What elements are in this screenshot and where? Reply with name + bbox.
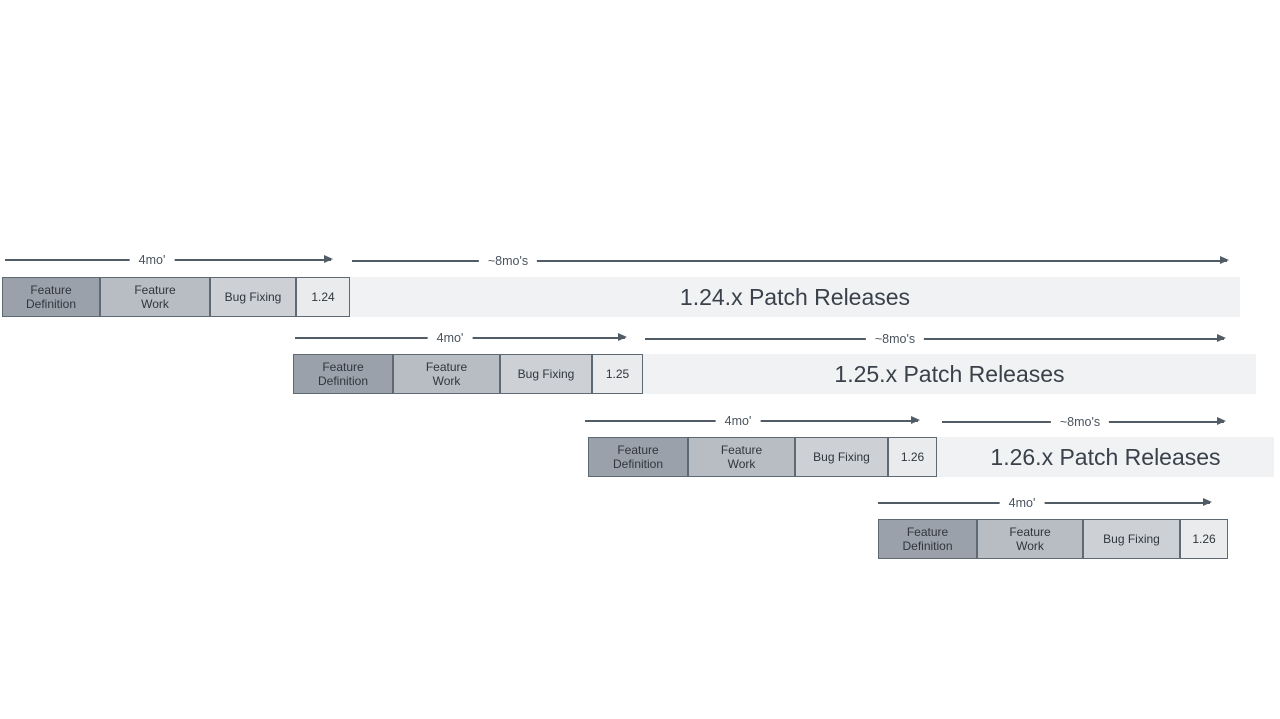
version-box: 1.25 xyxy=(592,354,643,394)
cycle-arrow: 4mo' xyxy=(878,496,1212,511)
cycle-arrow: 4mo' xyxy=(295,331,627,346)
patch-arrow: ~8mo's xyxy=(352,254,1229,269)
patch-releases-label: 1.26.x Patch Releases xyxy=(990,443,1221,470)
phase-box-feature-work: Feature Work xyxy=(688,437,795,477)
phase-label: Feature Work xyxy=(1009,524,1051,553)
phase-label: Feature Definition xyxy=(317,359,369,388)
version-box: 1.26 xyxy=(888,437,937,477)
cycle-duration-label: 4mo' xyxy=(999,496,1045,511)
patch-arrow: ~8mo's xyxy=(645,332,1226,347)
phase-box-feature-work: Feature Work xyxy=(977,519,1083,559)
patch-duration-label: ~8mo's xyxy=(865,332,925,347)
version-label: 1.25 xyxy=(605,366,630,381)
patch-releases-bar: 1.25.x Patch Releases xyxy=(643,354,1256,394)
phase-label: Feature Work xyxy=(720,442,763,471)
phase-box-bug-fixing: Bug Fixing xyxy=(210,277,296,317)
phase-label: Feature Definition xyxy=(612,442,664,471)
phase-label: Bug Fixing xyxy=(224,289,282,304)
phase-box-feature-work: Feature Work xyxy=(393,354,500,394)
patch-duration-label: ~8mo's xyxy=(478,254,538,269)
phase-label: Feature Work xyxy=(134,282,176,311)
version-box: 1.24 xyxy=(296,277,350,317)
patch-arrow: ~8mo's xyxy=(942,415,1226,430)
version-label: 1.26 xyxy=(900,449,925,464)
cycle-arrow: 4mo' xyxy=(585,414,920,429)
patch-releases-label: 1.24.x Patch Releases xyxy=(679,283,911,310)
phase-box-bug-fixing: Bug Fixing xyxy=(500,354,592,394)
phase-box-feature-work: Feature Work xyxy=(100,277,210,317)
phase-label: Bug Fixing xyxy=(813,449,870,464)
phase-label: Feature Definition xyxy=(902,524,953,553)
phase-box-feature-definition: Feature Definition xyxy=(2,277,100,317)
phase-label: Feature Work xyxy=(425,359,468,388)
cycle-duration-label: 4mo' xyxy=(715,414,761,429)
cycle-arrow: 4mo' xyxy=(5,253,333,268)
patch-releases-bar: 1.26.x Patch Releases xyxy=(937,437,1274,477)
patch-releases-bar: 1.24.x Patch Releases xyxy=(350,277,1240,317)
cycle-duration-label: 4mo' xyxy=(129,253,175,268)
phase-box-feature-definition: Feature Definition xyxy=(878,519,977,559)
phase-label: Feature Definition xyxy=(25,282,77,311)
version-label: 1.26 xyxy=(1192,531,1216,546)
phase-label: Bug Fixing xyxy=(1103,531,1160,546)
phase-box-feature-definition: Feature Definition xyxy=(588,437,688,477)
phase-box-bug-fixing: Bug Fixing xyxy=(1083,519,1180,559)
phase-box-bug-fixing: Bug Fixing xyxy=(795,437,888,477)
phase-label: Bug Fixing xyxy=(517,366,575,381)
version-label: 1.24 xyxy=(311,289,335,304)
patch-releases-label: 1.25.x Patch Releases xyxy=(834,360,1065,387)
version-box: 1.26 xyxy=(1180,519,1228,559)
patch-duration-label: ~8mo's xyxy=(1050,415,1110,430)
cycle-duration-label: 4mo' xyxy=(427,331,473,346)
phase-box-feature-definition: Feature Definition xyxy=(293,354,393,394)
